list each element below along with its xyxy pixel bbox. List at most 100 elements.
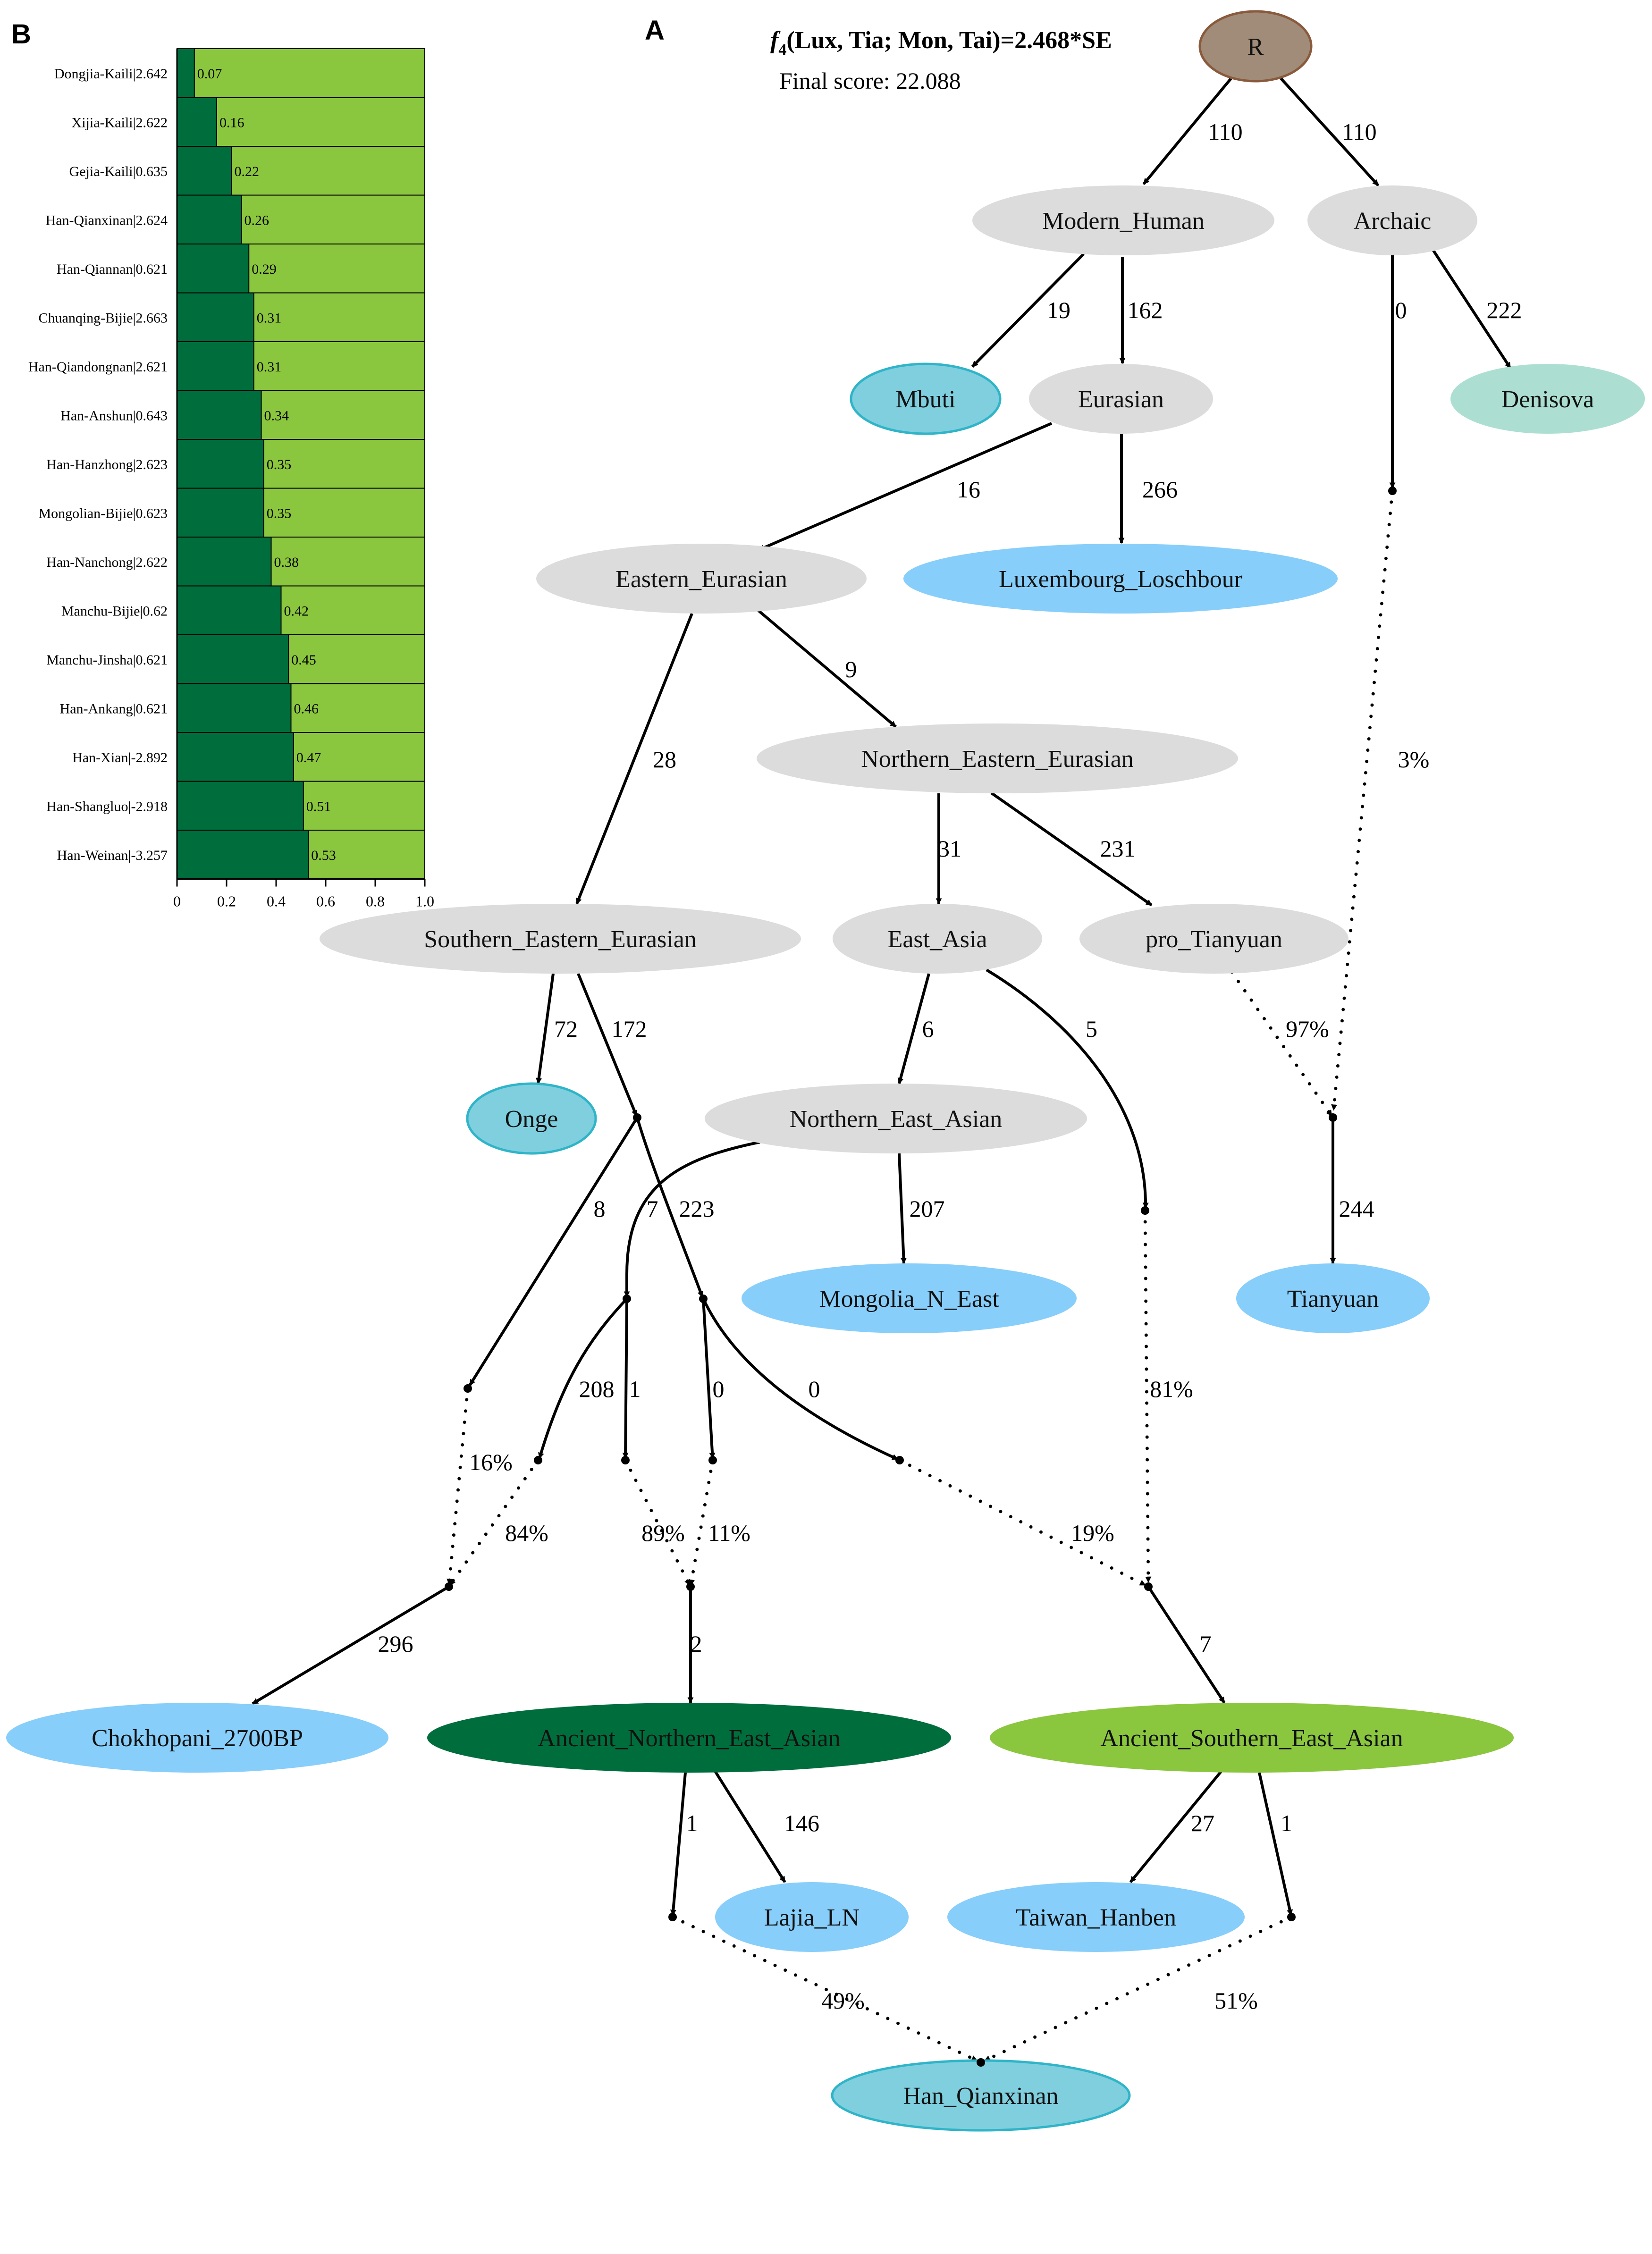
junction-dot	[1141, 1206, 1149, 1215]
f4-statistic-formula: f4(Lux, Tia; Mon, Tai)=2.468*SE	[770, 27, 1112, 59]
edge-d-nea-to-d-l2	[538, 1297, 628, 1459]
x-tick-label: 0.2	[217, 893, 236, 910]
edge-pro-tianyuan-to-d-tian	[1230, 970, 1333, 1118]
f4-letter: f	[770, 27, 781, 54]
node-label: East_Asia	[888, 926, 987, 953]
category-label: Mongolian-Bijie|0.623	[39, 505, 168, 521]
bar-value	[177, 194, 242, 244]
panel-letter-b: B	[11, 19, 31, 50]
node-southern-eastern-eurasian: Southern_Eastern_Eurasian	[320, 904, 801, 974]
bar-remainder	[177, 97, 425, 147]
admixture-proportion-chart: B 0.07Dongjia-Kaili|2.6420.16Xijia-Kaili…	[11, 19, 434, 910]
node-northern-east-asian: Northern_East_Asian	[705, 1084, 1087, 1153]
node-eastern-eurasian: Eastern_Eurasian	[536, 544, 867, 614]
edge-label-r-to-archaic: 110	[1342, 118, 1376, 145]
node-ellipse	[947, 1882, 1245, 1952]
bar-value	[177, 244, 250, 294]
edge-label-ancient-southern-east-asian-to-d-han2: 1	[1281, 1810, 1292, 1836]
category-label: Han-Nanchong|2.622	[46, 555, 168, 570]
edge-d-ea-to-d-asea	[1143, 1209, 1152, 1584]
node-label: Eastern_Eurasian	[615, 566, 787, 593]
bar-value-label: 0.47	[296, 750, 321, 765]
f4-expression: (Lux, Tia; Mon, Tai)=2.468*SE	[786, 27, 1112, 54]
bar-value	[177, 439, 264, 489]
node-label: Denisova	[1501, 386, 1594, 413]
node-label: Northern_Eastern_Eurasian	[861, 746, 1134, 773]
edge-label-d-r2-to-d-asea: 19%	[1071, 1520, 1114, 1546]
node-label: Mongolia_N_East	[819, 1286, 999, 1312]
node-han-qianxinan: Han_Qianxinan	[831, 2059, 1131, 2132]
node-label: Lajia_LN	[764, 1904, 860, 1931]
category-label: Chuanqing-Bijie|2.663	[39, 310, 168, 326]
bar-value	[177, 146, 232, 196]
bar-value-label: 0.53	[311, 848, 336, 863]
edge-archaic-to-denisova	[1431, 248, 1512, 369]
edge-label-northern-eastern-eurasian-to-pro-tianyuan: 231	[1100, 835, 1136, 862]
bar-value	[177, 781, 304, 831]
final-score: Final score: 22.088	[779, 67, 961, 94]
junction-dot	[534, 1456, 542, 1464]
node-ellipse	[833, 904, 1042, 974]
edge-label-d-see-to-d-l1: 8	[594, 1195, 606, 1222]
edge-label-eastern-eurasian-to-northern-eastern-eurasian: 9	[845, 656, 857, 682]
edge-label-d-see-to-d-r1: 223	[679, 1195, 715, 1222]
edge-east-asia-to-d-ea	[986, 968, 1149, 1209]
node-pro-tianyuan: pro_Tianyuan	[1079, 904, 1349, 974]
edge-d-r1-to-d-r2	[702, 1298, 899, 1461]
node-ancient-northern-east-asian: Ancient_Northern_East_Asian	[427, 1703, 951, 1773]
category-label: Dongjia-Kaili|2.642	[54, 66, 168, 82]
bar-value-label: 0.51	[306, 799, 331, 814]
node-ellipse	[715, 1882, 909, 1952]
edge-r-to-archaic	[1279, 76, 1380, 187]
edge-label-d-ea-to-d-asea: 81%	[1150, 1376, 1193, 1402]
graph-edges	[252, 76, 1512, 2066]
edge-eurasian-to-eastern-eurasian	[758, 422, 1053, 551]
edge-ancient-northern-east-asian-to-d-han1	[670, 1772, 687, 1916]
node-ellipse	[705, 1084, 1087, 1153]
node-modern-human: Modern_Human	[972, 185, 1274, 255]
edge-eastern-eurasian-to-southern-eastern-eurasian	[575, 613, 693, 905]
bar-value	[177, 830, 309, 880]
edge-label-d-han1-to-d-hanm: 49%	[821, 1987, 865, 2014]
node-ellipse	[757, 723, 1238, 793]
bar-value	[177, 390, 262, 440]
edge-northern-eastern-eurasian-to-pro-tianyuan	[990, 791, 1153, 907]
graph-junction-dots	[445, 487, 1397, 2067]
node-label: Han_Qianxinan	[903, 2083, 1058, 2110]
edge-d-asea-to-ancient-southern-east-asian	[1147, 1586, 1226, 1704]
node-ellipse	[320, 904, 801, 974]
bar-value-label: 0.42	[284, 603, 309, 619]
node-tianyuan: Tianyuan	[1236, 1263, 1430, 1333]
edge-label-archaic-to-denisova: 222	[1487, 297, 1522, 323]
edge-d-han1-to-d-hanm	[671, 1915, 979, 2062]
junction-dot	[1388, 487, 1397, 495]
x-tick-label: 0.4	[267, 893, 286, 910]
edge-label-d-tian-to-tianyuan: 244	[1339, 1195, 1374, 1222]
category-label: Han-Qianxinan|2.624	[46, 212, 168, 228]
node-ellipse	[536, 544, 867, 614]
junction-dot	[895, 1456, 904, 1464]
edge-d-l1-to-d-cho	[447, 1387, 470, 1586]
bar-value-label: 0.16	[219, 115, 244, 130]
edge-label-northern-eastern-eurasian-to-east-asia: 31	[938, 835, 961, 862]
edge-d-c2-to-d-anea	[689, 1458, 715, 1587]
edge-label-pro-tianyuan-to-d-tian: 97%	[1286, 1016, 1329, 1042]
edge-modern-human-to-mbuti	[971, 252, 1085, 368]
edge-label-eurasian-to-luxembourg-loschbour: 266	[1142, 476, 1178, 503]
node-ellipse	[1079, 904, 1349, 974]
category-label: Han-Qiandongnan|2.621	[28, 359, 168, 375]
bar-value	[177, 732, 294, 782]
node-label: Southern_Eastern_Eurasian	[424, 926, 697, 953]
